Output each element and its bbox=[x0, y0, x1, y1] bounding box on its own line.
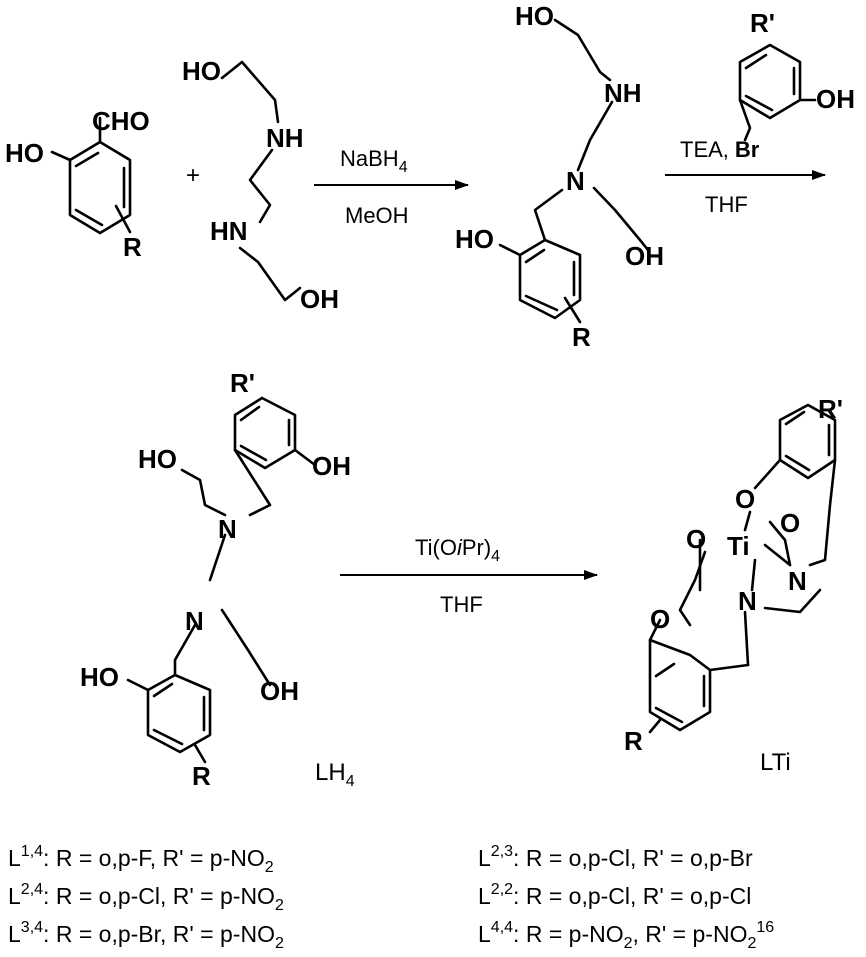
ligand-oh: OH bbox=[260, 676, 299, 706]
complex-o-lower: O bbox=[650, 604, 670, 634]
inter-nh: NH bbox=[604, 78, 642, 108]
reagent-tea: TEA,Br bbox=[680, 137, 760, 162]
reagent-thf-1: THF bbox=[705, 192, 748, 217]
inter-ho-top: HO bbox=[515, 1, 554, 31]
titanium-complex-structure: R' O O Ti O N N O R bbox=[624, 394, 843, 756]
legend-left-2: L2,4: R = o,p-Cl, R' = p-NO2 bbox=[8, 881, 284, 914]
bromide-reagent-structure: R' OH bbox=[738, 8, 855, 142]
ligand-ho-phenol: HO bbox=[80, 662, 119, 692]
complex-n-center: N bbox=[738, 586, 757, 616]
complex-r-prime: R' bbox=[818, 394, 843, 424]
inter-oh: OH bbox=[625, 241, 664, 271]
reagent-thf-2: THF bbox=[440, 592, 483, 617]
legend-right-1: L2,3: R = o,p-Cl, R' = o,p-Br bbox=[478, 843, 753, 871]
cho-label: CHO bbox=[92, 106, 150, 136]
reagent-r-prime: R' bbox=[750, 8, 775, 38]
complex-o-top: O bbox=[735, 484, 755, 514]
reagent-meoh: MeOH bbox=[345, 203, 409, 228]
ho-label: HO bbox=[5, 138, 44, 168]
reagent-ti-oipr4: Ti(OiPr)4 bbox=[415, 535, 500, 565]
ligand-n-bottom: N bbox=[185, 606, 204, 636]
ligand-structure: R' HO OH N N HO OH R bbox=[80, 368, 351, 791]
inter-n: N bbox=[566, 166, 585, 196]
salicylaldehyde-structure: CHO HO R bbox=[5, 106, 150, 262]
complex-label: LTi bbox=[760, 749, 791, 776]
ligand-ho: HO bbox=[138, 444, 177, 474]
ligand-r-prime: R' bbox=[230, 368, 255, 398]
complex-r: R bbox=[624, 726, 643, 756]
inter-r: R bbox=[572, 322, 591, 352]
complex-n-right: N bbox=[788, 566, 807, 596]
complex-ti: Ti bbox=[727, 531, 750, 561]
legend: L1,4: R = o,p-F, R' = p-NO2 L2,4: R = o,… bbox=[8, 843, 774, 952]
ligand-label: LH4 bbox=[315, 759, 355, 790]
complex-o-left: O bbox=[686, 524, 706, 554]
inter-ho-phenol: HO bbox=[455, 224, 494, 254]
diamine-structure: HO NH HN OH bbox=[182, 56, 339, 314]
amine-hn-label: HN bbox=[210, 216, 248, 246]
r-label: R bbox=[123, 232, 142, 262]
ligand-oh-phenol: OH bbox=[312, 451, 351, 481]
legend-left-1: L1,4: R = o,p-F, R' = p-NO2 bbox=[8, 843, 274, 876]
plus-sign: + bbox=[186, 162, 200, 189]
amine-nh-label: NH bbox=[266, 123, 304, 153]
legend-right-3: L4,4: R = p-NO2, R' = p-NO216 bbox=[478, 919, 774, 952]
amine-oh-label: OH bbox=[300, 284, 339, 314]
amine-ho-label: HO bbox=[182, 56, 221, 86]
reagent-oh: OH bbox=[816, 84, 855, 114]
ligand-n-top: N bbox=[218, 514, 237, 544]
intermediate-structure: HO NH N HO OH R bbox=[455, 1, 664, 352]
legend-left-3: L3,4: R = o,p-Br, R' = p-NO2 bbox=[8, 919, 284, 952]
reagent-nabh4: NaBH4 bbox=[340, 146, 408, 176]
ligand-r: R bbox=[192, 761, 211, 791]
complex-o-right: O bbox=[780, 508, 800, 538]
legend-right-2: L2,2: R = o,p-Cl, R' = o,p-Cl bbox=[478, 881, 751, 909]
